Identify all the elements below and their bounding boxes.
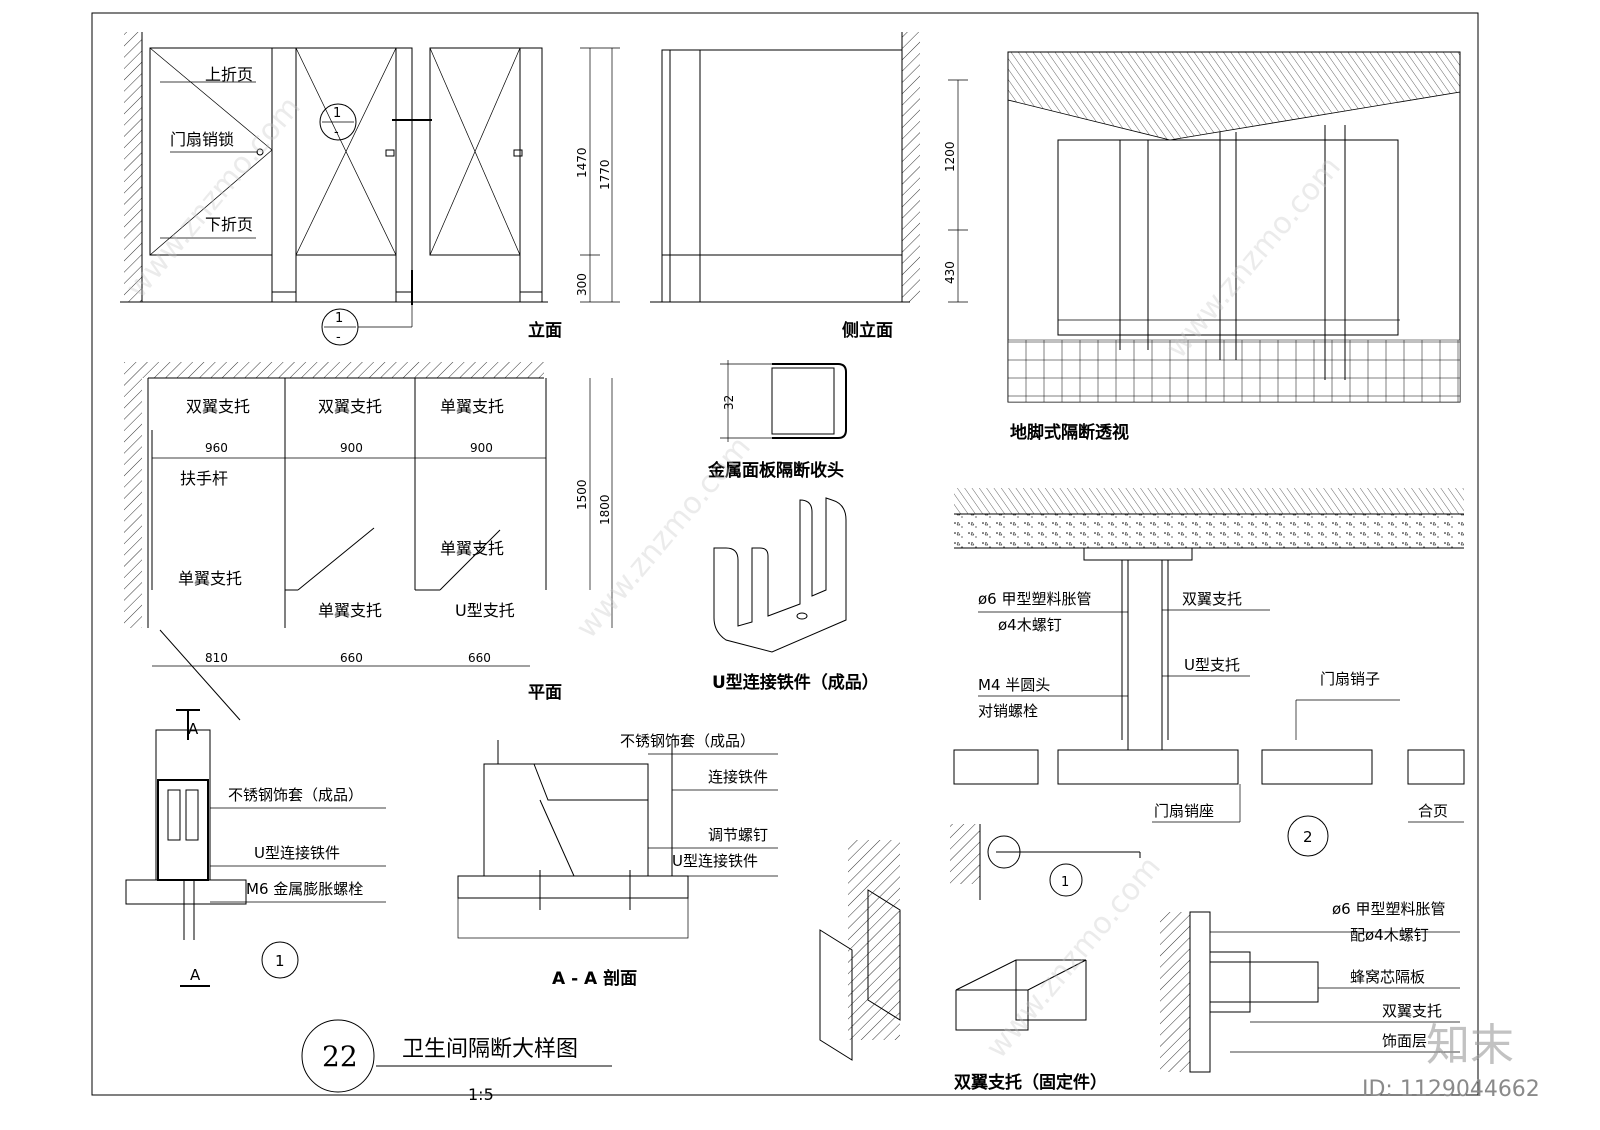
plan-dim-1500: 1500 <box>575 479 589 510</box>
svg-text:www.znzmo.com: www.znzmo.com <box>569 430 758 645</box>
plan-dim-660a: 660 <box>340 651 363 665</box>
elevation-callout-top <box>319 103 357 141</box>
plan-label-handrail: 扶手杆 <box>180 469 228 488</box>
plan-title: 平面 <box>528 683 562 703</box>
plan-label-double-wing-2: 双翼支托 <box>318 397 382 416</box>
elevation-view: 上折页 门扇销锁 下折页 1 - 1 - 1470 1770 300 立面 <box>120 32 620 346</box>
detail2-label-pin-seat: 门扇销座 <box>1154 802 1214 820</box>
detail1-callout <box>261 941 299 979</box>
detail2-label-door-pin: 门扇销子 <box>1320 670 1380 688</box>
plan-label-single-wing-top: 单翼支托 <box>440 397 504 416</box>
title-block: 22 卫生间隔断大样图 1:5 <box>301 1019 612 1104</box>
svg-text:1: 1 <box>275 952 285 970</box>
sheet-number-circle <box>301 1019 375 1093</box>
detail2-label-plastic-tube: ø6 甲型塑料胀管 <box>978 590 1092 608</box>
detail-2: 双翼支托 ø6 甲型塑料胀管 ø4木螺钉 U型支托 门扇销子 M4 半圆头 对销… <box>953 488 1465 857</box>
fixing-detail: ø6 甲型塑料胀管 配ø4木螺钉 蜂窝芯隔板 双翼支托 饰面层 <box>1160 900 1460 1073</box>
svg-text:1: 1 <box>1061 875 1069 890</box>
plan-dim-810: 810 <box>205 651 228 665</box>
bracket-sketches: 1 双翼支托（固定件） <box>819 824 1141 1093</box>
svg-text:-: - <box>336 330 341 345</box>
edge-detail-title: 金属面板隔断收头 <box>707 460 844 481</box>
edge-dim-32: 32 <box>722 395 736 410</box>
u-connector-detail: U型连接铁件（成品） <box>712 497 879 693</box>
fixing-label-honeycomb: 蜂窝芯隔板 <box>1350 968 1425 986</box>
svg-text:www.znzmo.com: www.znzmo.com <box>979 850 1168 1065</box>
svg-text:www.znzmo.com: www.znzmo.com <box>119 90 308 305</box>
elevation-dim-1470: 1470 <box>575 147 589 178</box>
fixing-label-tube2: 配ø4木螺钉 <box>1350 926 1429 944</box>
plan-label-single-wing-right: 单翼支托 <box>440 539 504 558</box>
plan-label-u-support: U型支托 <box>455 601 515 620</box>
door-lock-label: 门扇销锁 <box>170 130 234 149</box>
plan-dim-1800: 1800 <box>598 494 612 525</box>
plan-dim-960: 960 <box>205 441 228 455</box>
edge-detail: 32 金属面板隔断收头 <box>707 360 847 481</box>
detail1-label-sleeve: 不锈钢饰套（成品） <box>228 786 363 804</box>
sheet-number: 22 <box>322 1040 358 1073</box>
bottom-hinge-label: 下折页 <box>205 215 253 234</box>
plan-dim-900b: 900 <box>470 441 493 455</box>
section-mark-bottom: A <box>190 966 201 984</box>
side-dim-430: 430 <box>943 261 957 284</box>
svg-text:1: 1 <box>335 311 343 326</box>
svg-text:2: 2 <box>1303 828 1313 846</box>
plan-label-single-wing-left: 单翼支托 <box>178 569 242 588</box>
section-label-connector: 连接铁件 <box>708 768 768 786</box>
fixing-detail-title: 双翼支托（固定件） <box>954 1072 1107 1093</box>
detail2-label-double-wing: 双翼支托 <box>1182 590 1242 608</box>
brand-watermark: 知末 <box>1426 1020 1514 1071</box>
elevation-dim-300: 300 <box>575 273 589 296</box>
section-label-sleeve: 不锈钢饰套（成品） <box>620 732 755 750</box>
plan-label-double-wing-1: 双翼支托 <box>186 397 250 416</box>
plan-label-single-wing-mid: 单翼支托 <box>318 601 382 620</box>
svg-text:www.znzmo.com: www.znzmo.com <box>1159 150 1348 365</box>
elevation-dim-1770: 1770 <box>598 159 612 190</box>
plan-dim-660b: 660 <box>468 651 491 665</box>
side-elevation-title: 侧立面 <box>842 320 893 341</box>
elevation-title: 立面 <box>528 320 562 341</box>
section-mark-top: A <box>188 720 199 738</box>
detail-1: A A 不锈钢饰套（成品） U型连接铁件 M6 金属膨胀螺栓 1 <box>125 709 386 987</box>
detail2-callout <box>1287 815 1329 857</box>
detail2-label-u-support: U型支托 <box>1184 656 1240 674</box>
perspective-view: 地脚式隔断透视 <box>1007 51 1461 443</box>
sheet-scale: 1:5 <box>468 1085 494 1104</box>
fixing-label-finish: 饰面层 <box>1382 1032 1427 1050</box>
section-aa: 不锈钢饰套（成品） 连接铁件 调节螺钉 U型连接铁件 A - A 剖面 <box>457 732 778 989</box>
detail2-label-wood-screw: ø4木螺钉 <box>998 616 1062 634</box>
sheet-title: 卫生间隔断大样图 <box>402 1037 578 1062</box>
top-hinge-label: 上折页 <box>205 65 253 84</box>
u-connector-title: U型连接铁件（成品） <box>712 672 879 693</box>
fixing-label-tube: ø6 甲型塑料胀管 <box>1332 900 1446 918</box>
detail2-label-m4-bolt: M4 半圆头 <box>978 676 1050 694</box>
side-elevation-view: 1200 430 侧立面 <box>650 32 968 341</box>
section-label-u-connector: U型连接铁件 <box>672 852 758 870</box>
perspective-title: 地脚式隔断透视 <box>1010 422 1129 443</box>
section-aa-title: A - A 剖面 <box>552 968 637 989</box>
detail2-label-m4-bolt2: 对销螺栓 <box>978 702 1038 720</box>
plan-dim-900a: 900 <box>340 441 363 455</box>
plan-view: 双翼支托 双翼支托 单翼支托 960 900 900 扶手杆 单翼支托 单翼支托… <box>124 362 613 721</box>
watermarks: www.znzmo.com www.znzmo.com www.znzmo.co… <box>119 90 1539 1102</box>
fixing-label-double-wing: 双翼支托 <box>1382 1002 1442 1020</box>
detail1-label-u-connector: U型连接铁件 <box>254 844 340 862</box>
section-label-adjust-screw: 调节螺钉 <box>708 826 768 844</box>
svg-text:-: - <box>334 125 339 140</box>
detail2-label-hinge: 合页 <box>1418 802 1448 820</box>
side-dim-1200: 1200 <box>943 141 957 172</box>
svg-text:1: 1 <box>333 106 341 121</box>
sheet-border <box>91 12 1479 1096</box>
id-text: ID: 1129044662 <box>1362 1077 1540 1102</box>
detail1-label-bolt: M6 金属膨胀螺栓 <box>246 880 363 898</box>
